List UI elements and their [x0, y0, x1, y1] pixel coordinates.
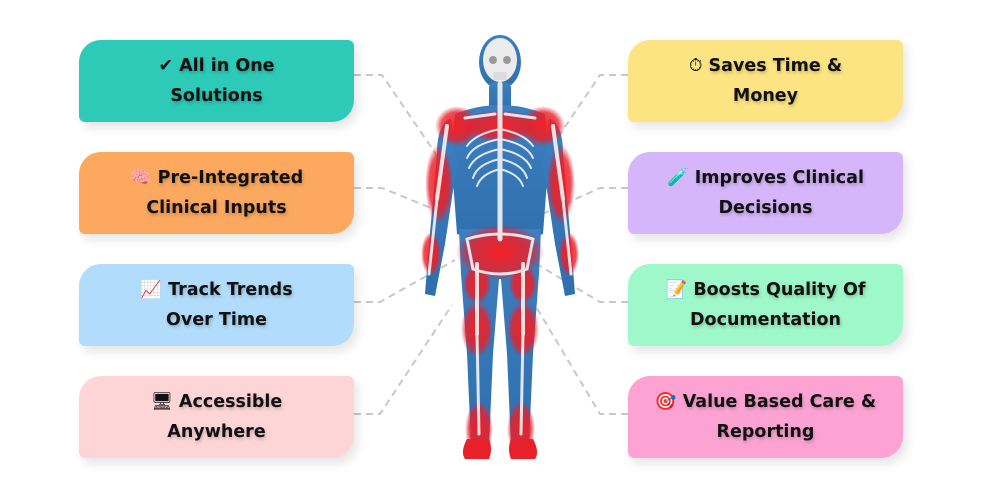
chart-trend-icon: 📈 [140, 280, 163, 300]
card-title-line1: Pre-Integrated [157, 168, 304, 188]
target-icon: 🎯 [654, 392, 677, 412]
memo-icon: 📝 [665, 280, 688, 300]
test-tube-icon: 🧪 [667, 168, 689, 188]
stopwatch-icon: ⏱ [688, 56, 703, 76]
card-title-line1: All in One [179, 56, 275, 76]
card-title-line2: Clinical Inputs [146, 198, 287, 218]
card-track-trends-over-time: 📈Track Trends Over Time [79, 264, 354, 346]
card-title-line1: Improves Clinical [694, 168, 864, 188]
card-title-line2: Reporting [716, 422, 815, 442]
connector-left-3 [354, 259, 456, 303]
card-accessible-anywhere: 🖥Accessible Anywhere [79, 376, 354, 458]
connector-right-1 [547, 74, 628, 153]
anatomy-figure [421, 35, 579, 459]
card-title-line1: Track Trends [168, 280, 293, 300]
connector-right-3 [534, 262, 628, 303]
card-title-line2: Decisions [718, 198, 813, 218]
card-title-line1: Accessible [178, 392, 283, 412]
card-title-line2: Solutions [170, 86, 263, 106]
card-title-line2: Money [732, 86, 799, 106]
card-title-line2: Over Time [166, 310, 267, 330]
card-value-based-care-reporting: 🎯Value Based Care & Reporting [628, 376, 903, 458]
connector-left-2 [354, 187, 449, 216]
card-title-line1: Value Based Care & [682, 392, 877, 412]
check-icon: ✔ [158, 56, 174, 76]
connector-right-4 [531, 299, 628, 415]
computer-icon: 🖥 [150, 392, 173, 412]
brain-icon: 🧠 [129, 168, 152, 188]
card-pre-integrated-clinical-inputs: 🧠Pre-Integrated Clinical Inputs [79, 152, 354, 234]
card-saves-time-money: ⏱Saves Time & Money [628, 40, 903, 122]
connector-right-2 [539, 187, 628, 216]
connector-left-1 [354, 74, 441, 161]
card-improves-clinical-decisions: 🧪Improves Clinical Decisions [628, 152, 903, 234]
card-title-line1: Boosts Quality Of [693, 280, 866, 300]
card-boosts-quality-documentation: 📝Boosts Quality Of Documentation [628, 264, 903, 346]
card-title-line1: Saves Time & [708, 56, 843, 76]
connector-left-4 [354, 304, 453, 415]
card-title-line2: Anywhere [167, 422, 266, 442]
card-title-line2: Documentation [690, 310, 841, 330]
card-all-in-one-solutions: ✔All in One Solutions [79, 40, 354, 122]
